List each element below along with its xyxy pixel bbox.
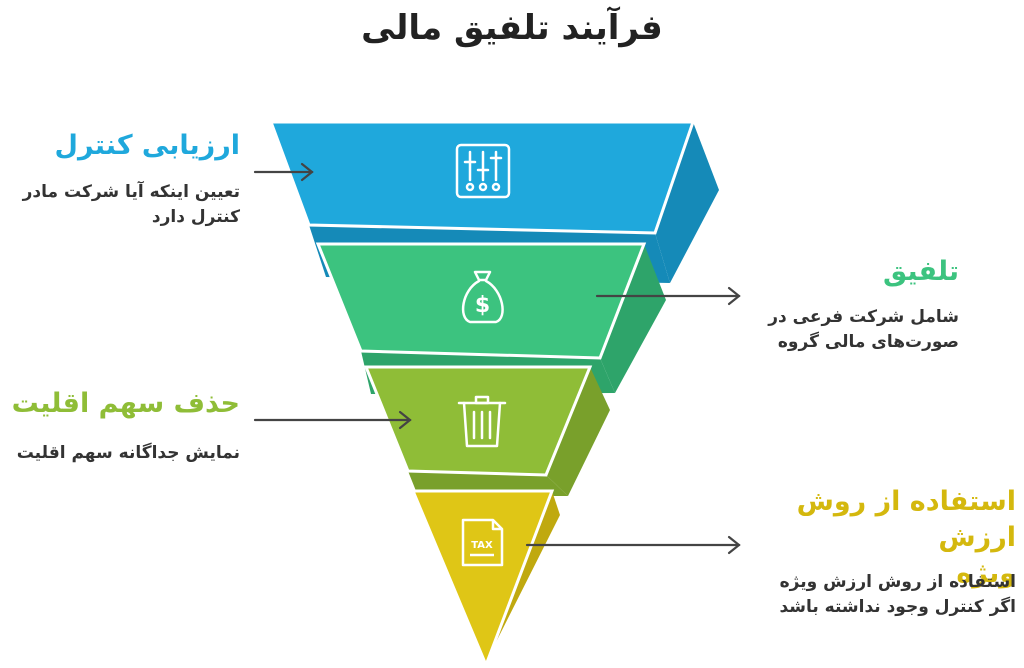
funnel-layer-3 xyxy=(363,365,610,496)
step-4-description: استفاده از روش ارزش ویژه اگر کنترل وجود … xyxy=(754,570,1016,620)
step-2-description: شامل شرکت فرعی در صورت‌های مالی گروه xyxy=(719,305,959,355)
tax-document-icon: TAX xyxy=(461,518,504,567)
step-1-desc-line-2: کنترل دارد xyxy=(151,207,240,227)
money-bag-icon: $ xyxy=(461,270,504,324)
step-3-heading: حذف سهم اقلیت xyxy=(11,388,240,419)
arrow-step-2 xyxy=(595,286,741,306)
step-4-heading-line-2: ویژه xyxy=(956,558,1016,589)
funnel-layer-4 xyxy=(410,489,560,668)
funnel-layer-2 xyxy=(315,242,666,394)
step-1-desc-line-1: تعیین اینکه آیا شرکت مادر xyxy=(22,182,240,202)
step-4-heading: استفاده از روش ارزش ویژه xyxy=(754,484,1016,592)
trash-icon xyxy=(457,395,507,448)
svg-text:$: $ xyxy=(475,293,490,318)
arrow-step-1 xyxy=(253,162,314,182)
arrow-step-4 xyxy=(525,535,741,555)
step-2-desc-line-1: شامل شرکت فرعی در xyxy=(768,307,959,327)
step-1-heading: ارزیابی کنترل xyxy=(54,130,240,161)
step-2-heading: تلفیق xyxy=(883,256,959,287)
sliders-icon xyxy=(455,143,511,199)
step-2-desc-line-2: صورت‌های مالی گروه xyxy=(777,332,959,352)
arrow-step-3 xyxy=(253,410,412,430)
step-1-description: تعیین اینکه آیا شرکت مادر کنترل دارد xyxy=(0,180,240,230)
step-4-desc-line-1: استفاده از روش ارزش ویژه xyxy=(779,572,1016,592)
page-title: فرآیند تلفیق مالی xyxy=(361,8,663,48)
step-3-description: نمایش جداگانه سهم اقلیت xyxy=(0,441,240,466)
step-4-heading-line-1: استفاده از روش ارزش xyxy=(796,486,1016,553)
tax-icon-label: TAX xyxy=(471,540,493,551)
step-4-desc-line-2: اگر کنترل وجود نداشته باشد xyxy=(779,597,1016,617)
step-3-desc-line-1: نمایش جداگانه سهم اقلیت xyxy=(16,443,240,463)
